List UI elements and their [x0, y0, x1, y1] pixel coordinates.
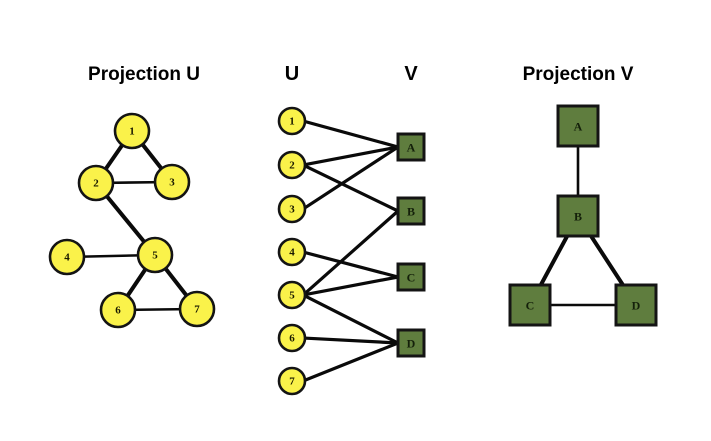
- bipartite-edge: [302, 145, 400, 167]
- node-square: [396, 328, 426, 358]
- node-label: D: [407, 337, 416, 351]
- bipartite-u-node[interactable]: 6: [277, 323, 307, 353]
- node-label: 2: [93, 178, 99, 190]
- page-title-projection-u: Projection U: [88, 64, 200, 85]
- bipartite-v-node[interactable]: C: [396, 262, 426, 292]
- node-circle: [178, 290, 216, 328]
- node-circle: [99, 291, 137, 329]
- bipartite-u-node[interactable]: 4: [277, 237, 307, 267]
- node-label: 7: [289, 376, 295, 388]
- node-square: [396, 196, 426, 226]
- node-circle: [277, 323, 307, 353]
- node-square: [556, 104, 600, 148]
- projection-u-node[interactable]: 5: [136, 236, 174, 274]
- node-circle: [277, 237, 307, 267]
- bipartite-edge-group: [302, 119, 400, 383]
- bipartite-edge: [302, 250, 400, 279]
- bipartite-u-node[interactable]: 5: [277, 280, 307, 310]
- bipartite-u-node[interactable]: 7: [277, 366, 307, 396]
- bipartite-edge: [302, 145, 400, 211]
- bipartite-u-node[interactable]: 2: [277, 150, 307, 180]
- projection-u-node[interactable]: 6: [99, 291, 137, 329]
- node-square: [508, 283, 552, 327]
- node-circle: [277, 150, 307, 180]
- node-circle: [277, 280, 307, 310]
- node-circle: [277, 106, 307, 136]
- projection-u-node[interactable]: 7: [178, 290, 216, 328]
- bipartite-v-node[interactable]: D: [396, 328, 426, 358]
- node-square: [556, 194, 600, 238]
- projection-u-node[interactable]: 1: [113, 112, 151, 150]
- column-header-u: U: [285, 63, 299, 85]
- bipartite-edge: [302, 119, 400, 149]
- panel-projection-u: Projection U 1 2 3 4 5 6 7: [48, 64, 216, 329]
- projection-v-node[interactable]: B: [556, 194, 600, 238]
- projection-v-node[interactable]: D: [614, 283, 658, 327]
- node-label: 7: [194, 304, 200, 316]
- node-label: 6: [289, 333, 295, 345]
- bipartite-edge: [302, 209, 400, 296]
- node-square: [614, 283, 658, 327]
- node-square: [396, 132, 426, 162]
- bipartite-v-node-group: A B C D: [396, 132, 426, 358]
- projection-v-node-group: A B C D: [508, 104, 658, 327]
- projection-u-node[interactable]: 2: [77, 164, 115, 202]
- panel-bipartite-graph: U V 1 2 3 4 5 6 7 A B C D: [277, 63, 426, 396]
- node-label: 3: [289, 204, 295, 216]
- panel-projection-v: Projection V A B C D: [508, 64, 658, 327]
- projection-u-node[interactable]: 4: [48, 238, 86, 276]
- bipartite-edge: [302, 275, 400, 297]
- column-header-v: V: [404, 63, 418, 85]
- bipartite-u-node[interactable]: 1: [277, 106, 307, 136]
- bipartite-u-node-group: 1 2 3 4 5 6 7: [277, 106, 307, 396]
- node-label: A: [574, 120, 583, 134]
- projection-u-node[interactable]: 3: [153, 163, 191, 201]
- bipartite-edge: [302, 341, 400, 383]
- bipartite-edge: [302, 336, 400, 345]
- node-label: 3: [169, 177, 175, 189]
- node-label: 5: [289, 290, 295, 302]
- node-circle: [77, 164, 115, 202]
- bipartite-v-node[interactable]: A: [396, 132, 426, 162]
- node-circle: [136, 236, 174, 274]
- node-label: 1: [289, 116, 295, 128]
- node-label: 1: [129, 126, 135, 138]
- node-label: B: [407, 205, 415, 219]
- projection-v-node[interactable]: A: [556, 104, 600, 148]
- node-label: 2: [289, 160, 295, 172]
- node-square: [396, 262, 426, 292]
- node-label: C: [526, 299, 535, 313]
- projection-v-node[interactable]: C: [508, 283, 552, 327]
- node-label: 4: [289, 247, 295, 259]
- node-label: 4: [64, 252, 70, 264]
- bipartite-edge: [302, 163, 400, 213]
- bipartite-v-node[interactable]: B: [396, 196, 426, 226]
- node-label: 5: [152, 250, 158, 262]
- node-label: C: [407, 271, 416, 285]
- node-label: A: [407, 141, 416, 155]
- node-circle: [153, 163, 191, 201]
- node-label: 6: [115, 305, 121, 317]
- bipartite-edge: [302, 293, 400, 345]
- node-circle: [113, 112, 151, 150]
- node-circle: [48, 238, 86, 276]
- bipartite-u-node[interactable]: 3: [277, 194, 307, 224]
- projection-u-node-group: 1 2 3 4 5 6 7: [48, 112, 216, 329]
- node-label: B: [574, 210, 582, 224]
- node-label: D: [632, 299, 641, 313]
- node-circle: [277, 194, 307, 224]
- node-circle: [277, 366, 307, 396]
- page-title-projection-v: Projection V: [523, 64, 634, 85]
